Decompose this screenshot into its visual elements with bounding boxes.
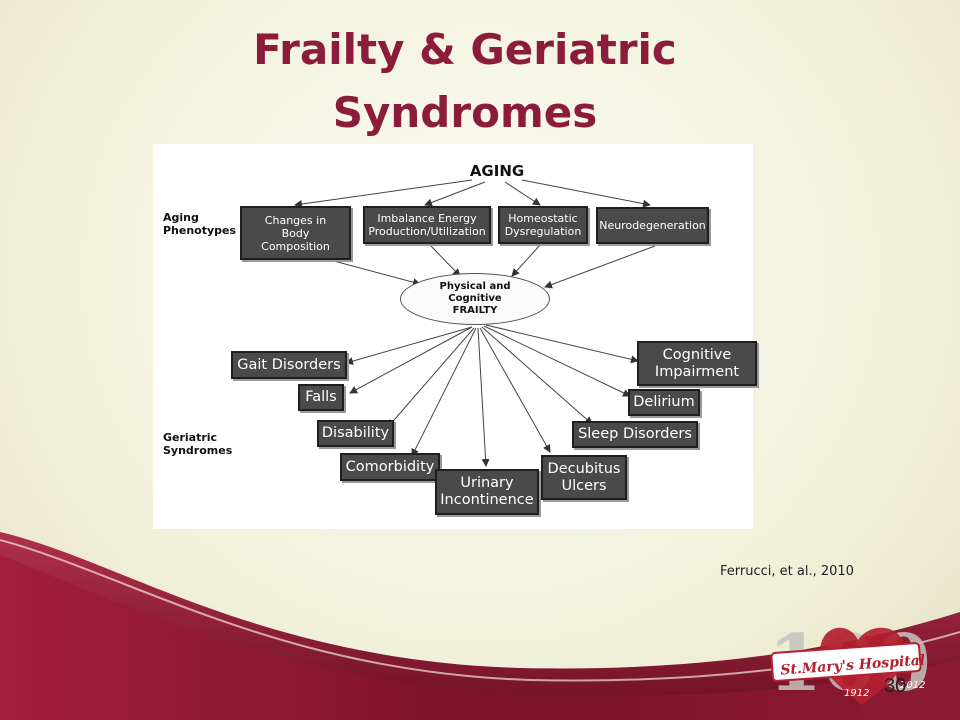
phenotype-box-homeostatic: Homeostatic Dysregulation	[498, 206, 588, 244]
slide-title-line1: Frailty & Geriatric	[253, 25, 677, 74]
syndrome-box-urinary-incontinence: Urinary Incontinence	[435, 469, 539, 515]
aging-phenotypes-label: Aging Phenotypes	[163, 211, 237, 237]
slide-title-line2: Syndromes	[332, 88, 598, 137]
syndrome-box-comorbidity: Comorbidity	[340, 453, 440, 481]
syndrome-box-disability: Disability	[317, 420, 394, 447]
logo-year-end: 2012	[900, 680, 925, 691]
phenotype-box-energy: Imbalance Energy Production/Utilization	[363, 206, 491, 244]
logo-year-start: 1912	[844, 688, 869, 699]
syndrome-label: Sleep Disorders	[578, 426, 692, 442]
syndrome-box-decubitus-ulcers: Decubitus Ulcers	[541, 455, 627, 500]
syndrome-label: Decubitus Ulcers	[547, 460, 621, 494]
geriatric-syndromes-label: Geriatric Syndromes	[163, 431, 233, 457]
page-number: 30	[884, 675, 907, 697]
citation: Ferrucci, et al., 2010	[720, 564, 854, 579]
syndrome-box-delirium: Delirium	[628, 389, 700, 416]
syndrome-box-sleep-disorders: Sleep Disorders	[572, 421, 698, 448]
syndrome-label: Delirium	[633, 394, 695, 410]
syndrome-label: Urinary Incontinence	[440, 475, 534, 508]
syndrome-label: Cognitive Impairment	[654, 346, 740, 380]
syndrome-box-cognitive-impairment: Cognitive Impairment	[637, 341, 757, 386]
frailty-label: Physical and Cognitive FRAILTY	[439, 281, 511, 316]
logo-banner	[770, 642, 922, 682]
phenotype-label: Changes in Body Composition	[261, 213, 330, 253]
phenotype-label: Homeostatic Dysregulation	[504, 212, 582, 238]
phenotype-label: Imbalance Energy Production/Utilization	[368, 212, 486, 238]
syndrome-box-falls: Falls	[298, 384, 344, 411]
syndrome-box-gait-disorders: Gait Disorders	[231, 351, 347, 379]
syndrome-label: Disability	[321, 425, 390, 441]
syndrome-label: Falls	[305, 389, 337, 405]
phenotype-box-neurodegeneration: Neurodegeneration	[596, 207, 709, 244]
phenotype-box-body-composition: Changes in Body Composition	[240, 206, 351, 260]
phenotype-label: Neurodegeneration	[599, 219, 706, 232]
syndrome-label: Gait Disorders	[237, 356, 341, 373]
aging-label: AGING	[469, 162, 525, 180]
syndrome-label: Comorbidity	[345, 458, 435, 475]
frailty-ellipse: Physical and Cognitive FRAILTY	[400, 273, 550, 325]
